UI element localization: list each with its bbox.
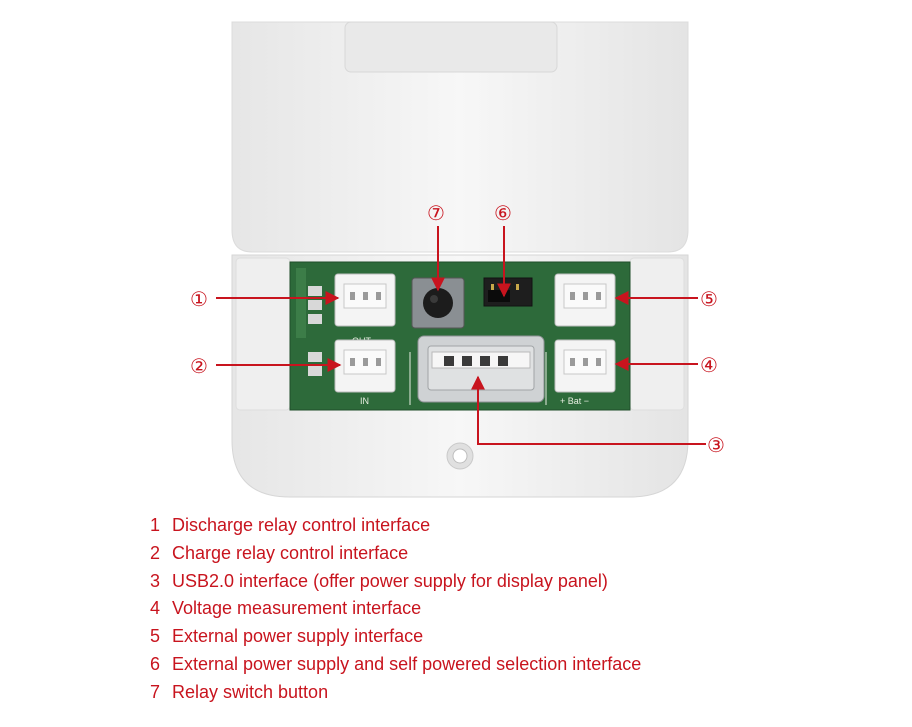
legend-item: 7 Relay switch button xyxy=(150,679,890,707)
callout-number-3: ③ xyxy=(707,433,725,457)
legend-item: 2 Charge relay control interface xyxy=(150,540,890,568)
callout-number-4: ④ xyxy=(700,353,718,377)
callout-number-2: ② xyxy=(190,354,208,378)
legend-text: USB2.0 interface (offer power supply for… xyxy=(172,570,608,591)
legend-item: 1 Discharge relay control interface xyxy=(150,512,890,540)
callout-number-7: ⑦ xyxy=(427,201,445,225)
voltage-measure-connector xyxy=(554,339,616,393)
leader-line-3 xyxy=(471,375,706,445)
legend-number: 5 xyxy=(150,626,161,647)
callout-number-1: ① xyxy=(190,287,208,311)
discharge-relay-connector xyxy=(334,273,396,327)
power-select-jumper xyxy=(483,277,533,307)
relay-switch-button xyxy=(411,277,465,329)
callout-lines xyxy=(216,226,706,445)
legend-text: Charge relay control interface xyxy=(172,542,409,563)
external-power-connector xyxy=(554,273,616,327)
legend-item: 4 Voltage measurement interface xyxy=(150,595,890,623)
legend-number: 1 xyxy=(150,515,161,535)
legend-text: External power supply and self powered s… xyxy=(172,653,642,674)
device-diagram: OUT IN + Bat − xyxy=(190,21,725,498)
legend-number: 3 xyxy=(150,570,161,591)
legend-item: 6 External power supply and self powered … xyxy=(150,651,890,679)
legend-list: 1 Discharge relay control interface 2 Char… xyxy=(150,512,890,707)
legend-number: 7 xyxy=(150,681,161,702)
charge-relay-connector xyxy=(334,339,396,393)
legend-number: 6 xyxy=(150,653,161,674)
legend-item: 3 USB2.0 interface (offer power supply fo… xyxy=(150,568,890,596)
pcb-label-in: IN xyxy=(360,396,369,406)
legend-text: External power supply interface xyxy=(172,626,424,647)
legend-item: 5 External power supply interface xyxy=(150,623,890,651)
usb-port xyxy=(417,335,545,403)
callout-number-6: ⑥ xyxy=(494,201,512,225)
pcb-label-bat: + Bat − xyxy=(560,396,589,406)
legend-number: 2 xyxy=(150,542,161,563)
legend-text: Discharge relay control interface xyxy=(172,515,431,535)
device-housing xyxy=(231,21,689,498)
legend-text: Voltage measurement interface xyxy=(172,598,422,619)
legend-text: Relay switch button xyxy=(172,681,329,702)
callout-number-5: ⑤ xyxy=(700,287,718,311)
legend-number: 4 xyxy=(150,598,161,619)
